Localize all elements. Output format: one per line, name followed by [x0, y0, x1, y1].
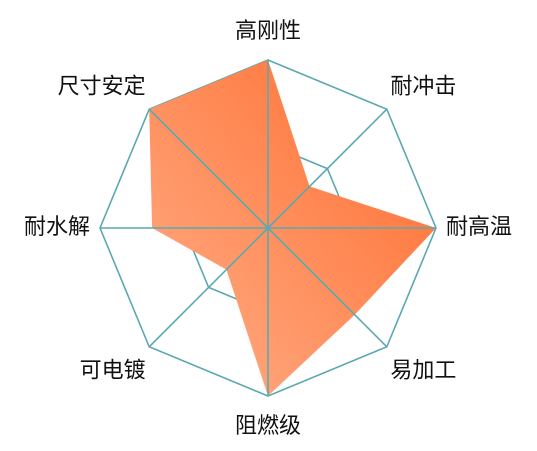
axis-label-4: 阻燃级 [235, 414, 301, 439]
axis-label-1: 耐冲击 [390, 75, 456, 100]
spoke-line [148, 227, 269, 348]
spoke-line [267, 108, 388, 229]
axis-label-3: 易加工 [390, 359, 456, 384]
axis-label-5: 可电镀 [80, 359, 146, 384]
spoke-line [267, 227, 388, 348]
axis-label-2: 耐高温 [446, 215, 512, 240]
axis-label-0: 高刚性 [235, 19, 301, 44]
axis-label-7: 尺寸安定 [58, 75, 146, 100]
radar-spokes [100, 60, 436, 396]
axis-label-6: 耐水解 [24, 215, 90, 240]
spoke-line [148, 108, 269, 229]
